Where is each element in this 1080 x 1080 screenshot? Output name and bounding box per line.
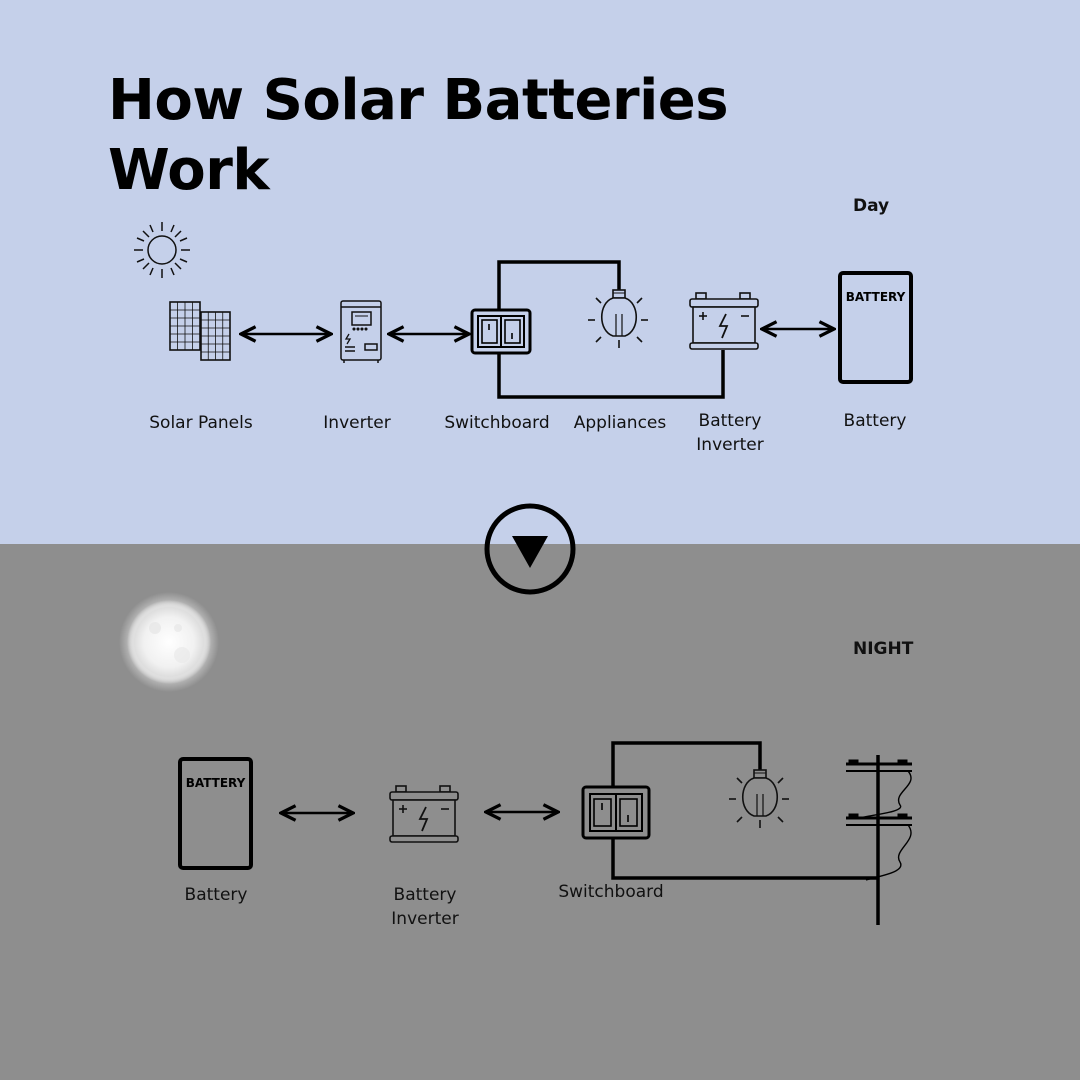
label-solar-panels: Solar Panels (149, 413, 253, 433)
switchboard-icon-night (581, 785, 651, 840)
wire-switchboard-to-appliance (497, 260, 621, 310)
battery-icon-night (178, 757, 253, 870)
light-bulb-icon (588, 289, 648, 348)
page-title: How Solar Batteries Work (108, 68, 729, 203)
battery-inverter-icon (689, 292, 759, 350)
wire-switchboard-to-grid-night (611, 838, 878, 880)
label-battery-night: Battery (184, 885, 248, 905)
down-arrow-circle-icon (484, 503, 576, 595)
wire-switchboard-to-appliance-night (611, 741, 762, 787)
label-inverter: Inverter (323, 413, 391, 433)
inverter-icon (340, 300, 382, 363)
moon-icon (119, 592, 219, 692)
power-pole-icon (846, 755, 912, 925)
label-battery-inverter: Battery Inverter (696, 411, 764, 455)
label-switchboard: Switchboard (444, 413, 550, 433)
switchboard-icon (470, 308, 532, 355)
label-battery-inverter-night: Battery Inverter (391, 885, 459, 929)
wire-switchboard-to-battery-inverter (497, 350, 725, 399)
battery-inverter-icon-night (389, 785, 459, 843)
light-bulb-icon-night (729, 769, 789, 828)
label-appliances: Appliances (573, 413, 667, 433)
label-switchboard-night: Switchboard (558, 882, 664, 902)
label-battery: Battery (843, 411, 907, 431)
day-label: Day (853, 196, 890, 216)
battery-box-text-night: BATTERY (186, 776, 246, 790)
battery-box-text: BATTERY (846, 290, 906, 304)
solar-panels-icon (169, 301, 231, 361)
battery-icon (838, 271, 913, 384)
night-label: NIGHT (853, 639, 914, 659)
sun-icon (134, 222, 190, 278)
